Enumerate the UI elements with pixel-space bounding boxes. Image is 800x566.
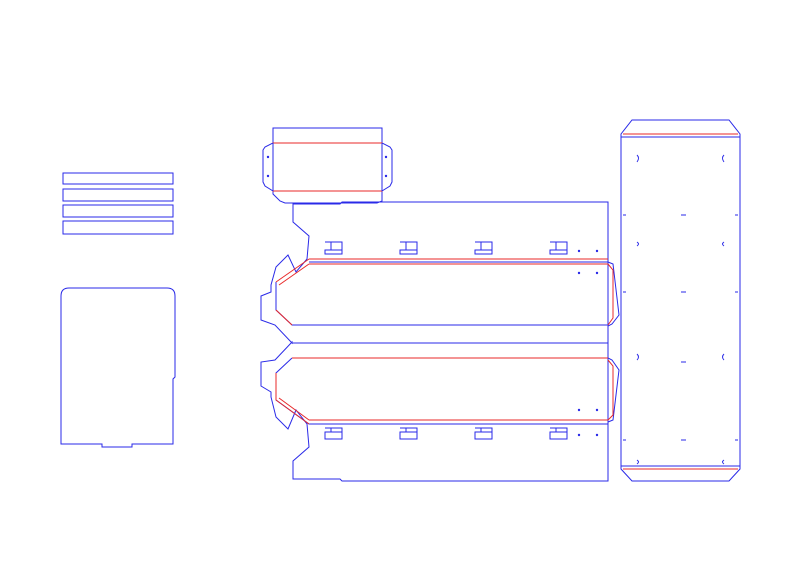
punch-dot: [577, 249, 581, 253]
main-blank: [260, 201, 620, 482]
hang-tab: [474, 241, 493, 255]
upper-panel-fold: [275, 258, 614, 326]
punch-dot: [577, 433, 581, 437]
sleeve-notch: [722, 154, 725, 163]
sleeve-panel: [620, 119, 741, 482]
lower-panel-fold: [275, 357, 614, 425]
sleeve-notch: [636, 459, 639, 465]
small-tray-hole: [384, 174, 388, 178]
hang-tab: [324, 427, 343, 440]
punch-dot: [595, 408, 599, 412]
hang-tab: [399, 241, 418, 255]
upper-panel-cut: [275, 261, 609, 326]
small-tray-hole: [266, 174, 270, 178]
sleeve-notch: [722, 459, 725, 465]
strip-panel: [62, 204, 174, 218]
small-tray-hole: [384, 155, 388, 159]
punch-dot: [595, 433, 599, 437]
hang-tab: [324, 241, 343, 255]
sleeve-notch: [722, 241, 725, 247]
strip-set: [62, 172, 174, 235]
sleeve-notch: [636, 353, 639, 361]
strip-panel: [62, 172, 174, 185]
strip-panel: [62, 220, 174, 235]
main-blank-outline: [260, 201, 620, 482]
small-tray-hole: [266, 155, 270, 159]
strip-panel: [62, 188, 174, 202]
lower-panel-cut: [275, 357, 609, 425]
insert-panel-outline: [60, 287, 176, 448]
sleeve-notch: [722, 353, 725, 361]
sleeve-panel-outline: [620, 119, 741, 482]
punch-dots: [577, 249, 599, 437]
hang-tab: [474, 427, 493, 440]
sleeve-notch: [636, 154, 639, 163]
punch-dot: [577, 271, 581, 275]
hang-tab: [549, 427, 568, 440]
sleeve-notches: [623, 154, 738, 465]
insert-panel: [60, 287, 176, 448]
hang-tab: [549, 241, 568, 255]
punch-dot: [595, 271, 599, 275]
small-tray-outline: [262, 127, 393, 204]
sleeve-notch: [636, 241, 639, 247]
hang-tab: [399, 427, 418, 440]
punch-dot: [577, 408, 581, 412]
lower-tab-row: [324, 427, 568, 440]
upper-tab-row: [324, 241, 568, 255]
punch-dot: [595, 249, 599, 253]
small-tray: [262, 127, 393, 204]
small-tray-fold-box: [272, 142, 383, 192]
